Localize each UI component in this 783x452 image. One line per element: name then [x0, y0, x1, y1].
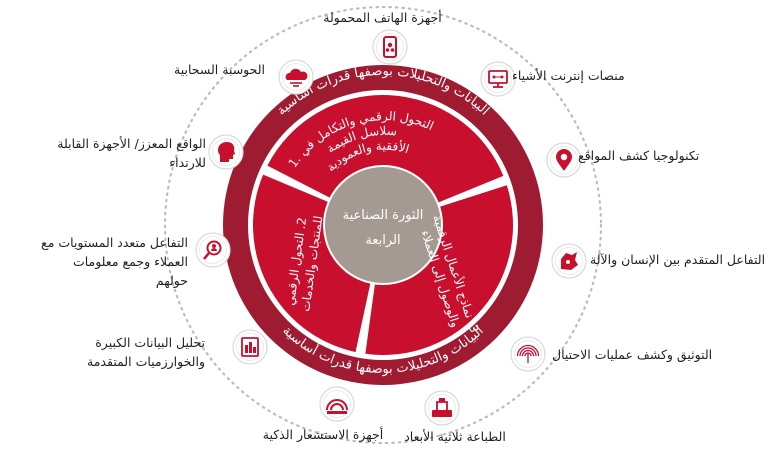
tech-label-line: للارتداء — [169, 155, 206, 170]
augmented-reality-icon — [208, 134, 244, 170]
tech-label-customer-profiling: التفاعل متعدد المستويات مع العملاء وجمع … — [10, 233, 188, 290]
tech-label-big-data: تحليل البيانات الكبيرة والخوارزميات المت… — [40, 333, 205, 371]
segment-business-models — [365, 185, 513, 355]
tech-label-mobile-devices: أجهزة الهاتف المحمولة — [300, 8, 465, 27]
tech-label-iot-platforms: منصات إنترنت الأشياء — [512, 66, 692, 85]
tech-label-line: التوثيق وكشف عمليات الاحتيال — [552, 347, 713, 362]
tech-label-line: حولهم — [155, 273, 188, 288]
dotted-outer-ring — [163, 5, 603, 445]
segment-products-services — [252, 174, 371, 353]
mobile-devices-icon — [372, 29, 408, 65]
tech-label-line: منصات إنترنت الأشياء — [512, 68, 625, 83]
center-circle — [325, 167, 441, 283]
center-title-line2: الرابعة — [365, 233, 400, 248]
tech-label-line: الطباعة ثلاثية الأبعاد — [404, 429, 506, 444]
cloud-computing-icon — [278, 59, 314, 95]
tech-label-location-tech: تكنولوجيا كشف المواقع — [578, 146, 758, 165]
tech-label-line: تكنولوجيا كشف المواقع — [578, 148, 700, 163]
tech-label-smart-sensors: أجهزة الاستشعار الذكية — [258, 425, 388, 444]
human-machine-icon — [551, 243, 587, 279]
tech-label-3d-printing: الطباعة ثلاثية الأبعاد — [395, 427, 515, 446]
tech-label-line: أجهزة الاستشعار الذكية — [262, 427, 384, 442]
smart-sensor-icon — [319, 386, 355, 422]
tech-label-line: الواقع المعزز/ الأجهزة القابلة — [57, 136, 206, 151]
tech-label-cloud-computing: الحوسبة السحابية — [120, 60, 265, 79]
center-title-line1: الثورة الصناعية — [343, 208, 424, 223]
segment-value-chains — [267, 95, 504, 203]
tech-label-line: التفاعل متعدد المستويات مع — [41, 235, 188, 250]
tech-label-augmented-reality: الواقع المعزز/ الأجهزة القابلة للارتداء — [10, 134, 206, 172]
tech-label-line: أجهزة الهاتف المحمولة — [323, 10, 442, 25]
tech-label-human-machine: التفاعل المتقدم بين الإنسان والآلة — [590, 250, 780, 269]
3d-printer-icon — [424, 390, 460, 426]
big-data-icon — [232, 329, 268, 365]
tech-label-line: الحوسبة السحابية — [174, 62, 265, 77]
fingerprint-icon — [510, 336, 546, 372]
segments-group — [252, 95, 513, 355]
technology-icons-layer — [195, 29, 587, 426]
tech-label-line: التفاعل المتقدم بين الإنسان والآلة — [590, 252, 766, 267]
tech-label-line: والخوارزميات المتقدمة — [87, 354, 205, 369]
customer-profiling-icon — [195, 232, 231, 268]
tech-label-line: العملاء وجمع معلومات — [72, 254, 188, 269]
tech-label-line: تحليل البيانات الكبيرة — [95, 335, 205, 350]
location-pin-icon — [546, 142, 582, 178]
tech-label-fraud-detection: التوثيق وكشف عمليات الاحتيال — [552, 345, 752, 364]
iot-platform-icon — [480, 61, 516, 97]
